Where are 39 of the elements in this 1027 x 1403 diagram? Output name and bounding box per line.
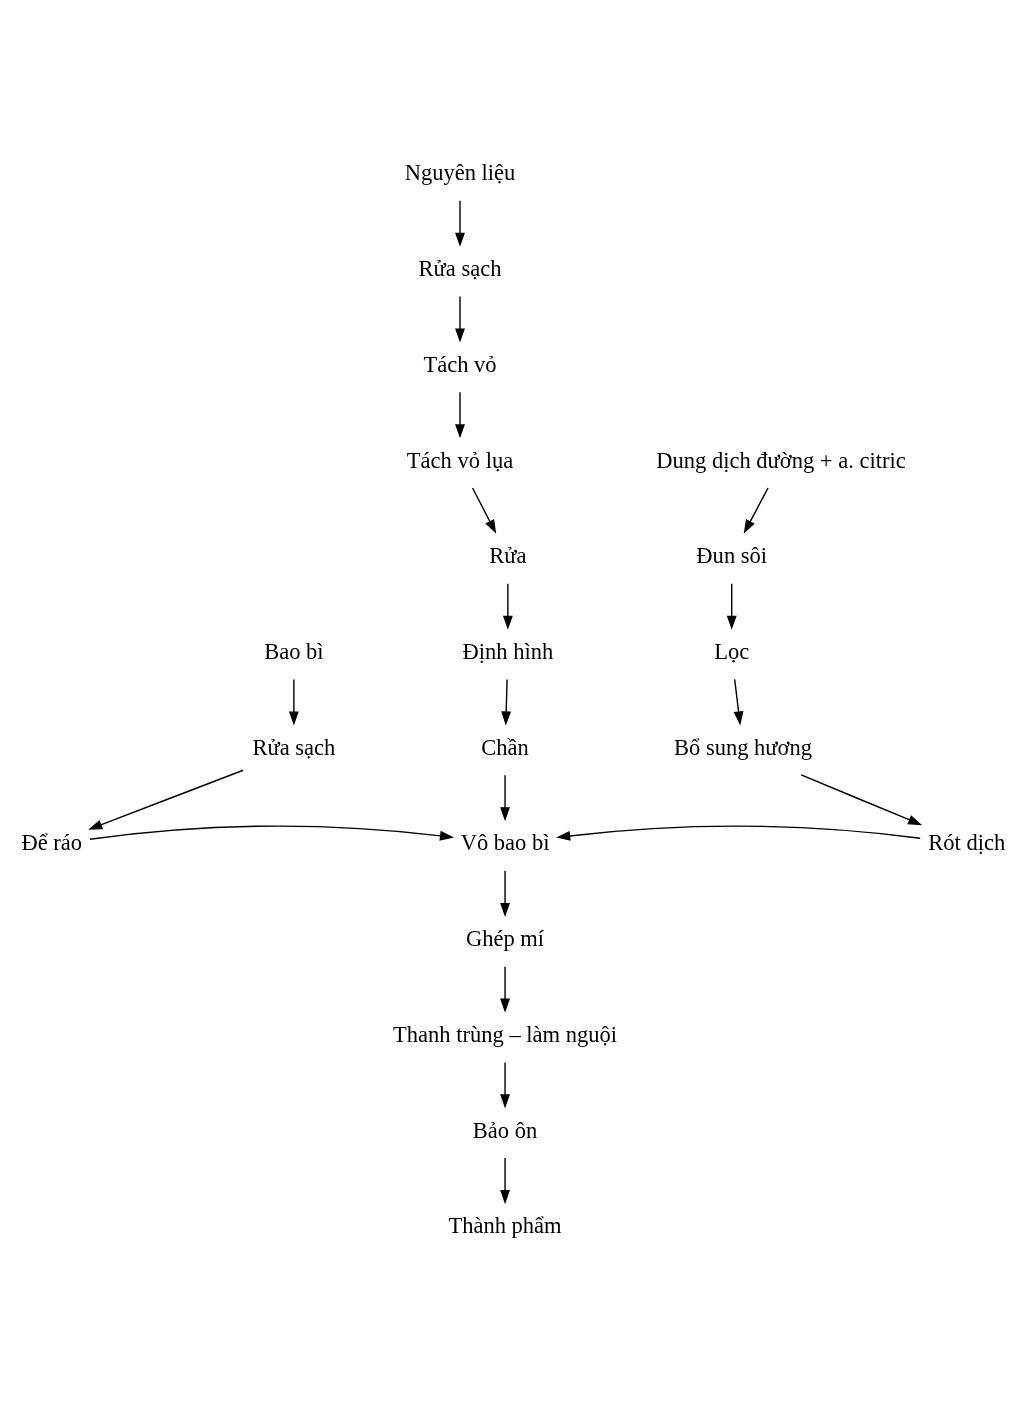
arrow (500, 1157, 510, 1205)
arrow (502, 583, 513, 630)
arrow (556, 825, 921, 841)
node-text: Dung dịch đường + a. citric (656, 447, 906, 473)
arrow (726, 583, 737, 630)
node-text: Nguyên liệu (404, 160, 516, 186)
arrow (501, 678, 512, 726)
node-text: Bao bì (264, 638, 324, 664)
node-text: Thành phẩm (448, 1213, 562, 1239)
arrow (89, 825, 455, 841)
node-text: Để ráo (21, 830, 83, 856)
node-text: Tách vỏ lụa (406, 447, 514, 473)
node-text: Lọc (714, 638, 750, 664)
arrow (733, 678, 744, 726)
arrow (500, 774, 510, 822)
node-text: Định hình (462, 638, 554, 664)
node-text: Chần (481, 734, 529, 760)
arrow (500, 965, 510, 1013)
arrow (288, 678, 299, 726)
node-text: Rửa sạch (418, 256, 502, 282)
arrow (455, 391, 465, 439)
arrow (88, 769, 244, 830)
node-text: Rửa (489, 543, 527, 569)
node-text: Rửa sạch (252, 734, 336, 760)
node-text: Thanh trùng – làm nguội (393, 1021, 617, 1047)
arrow (455, 295, 465, 343)
node-text: Bổ sung hương (674, 734, 812, 760)
arrow (500, 870, 510, 917)
arrow (500, 1061, 510, 1109)
node-text: Bảo ôn (472, 1117, 538, 1143)
node-text: Ghép mí (465, 926, 545, 952)
node-text: Đun sôi (696, 543, 768, 569)
arrow (743, 487, 769, 534)
node-text: Vô bao bì (460, 830, 550, 856)
arrow (471, 487, 497, 534)
node-text: Tách vỏ (423, 351, 497, 377)
arrow (800, 774, 923, 826)
arrow (455, 200, 465, 247)
node-text: Rót dịch (928, 830, 1006, 856)
